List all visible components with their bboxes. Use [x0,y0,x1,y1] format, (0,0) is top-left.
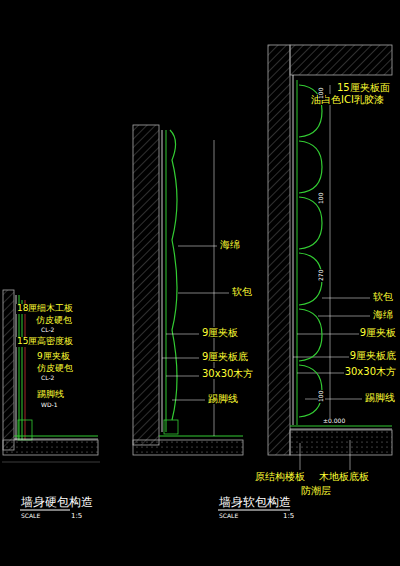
annotation-label: 仿皮硬包 [36,364,74,374]
annotation-label: 100 [318,390,325,403]
annotation-label: WD-1 [40,402,59,409]
annotation-label: 270 [318,269,325,282]
annotation-label: 30x30木方 [201,368,254,379]
annotation-label: 墙身软包构造 [218,496,292,509]
annotation-label: 9厘夹板 [359,327,397,338]
annotation-label: SCALE [20,513,41,520]
annotation-label: 1:5 [282,513,295,521]
annotation-label: 踢脚线 [36,390,65,400]
soft-pack-section [133,125,290,510]
annotation-label: 软包 [372,291,394,302]
annotation-label: CL-2 [40,375,55,382]
soft-pack-section-tall [268,45,392,470]
annotation-label: 仿皮硬包 [35,316,73,326]
annotation-label: 海绵 [372,309,394,320]
soft-pack-bump [299,309,322,361]
annotation-label: 软包 [231,286,253,297]
annotation-label: 海绵 [219,239,241,250]
soft-pack-bump [299,141,322,193]
annotation-label: 15厘夹板面 [336,82,391,93]
annotation-label: 9厘夹板 [201,327,239,338]
annotation-label: 18厘细木工板 [16,304,74,314]
annotation-label: 9厘夹板底 [349,350,397,361]
annotation-label: 9厘夹板底 [201,351,249,362]
annotation-label: SCALE [218,513,239,520]
annotation-label: CL-2 [40,327,55,334]
annotation-label: 100 [318,87,325,100]
annotation-label: 木地板底板 [318,471,370,482]
annotation-label: 15厘高密度板 [16,337,74,347]
annotation-label: 1:5 [70,513,83,521]
annotation-label: 踢脚线 [364,392,396,403]
hard-pack-section [2,290,100,510]
annotation-label: 原结构楼板 [254,471,306,482]
annotation-label: 100 [318,192,325,205]
annotation-label: 踢脚线 [207,393,239,404]
annotation-label: ±0.000 [322,418,346,425]
annotation-label: 墙身硬包构造 [20,496,94,509]
annotation-label: 30x30木方 [344,366,397,377]
annotation-label: 9厘夹板 [36,352,71,362]
annotation-label: 防潮层 [300,485,332,496]
